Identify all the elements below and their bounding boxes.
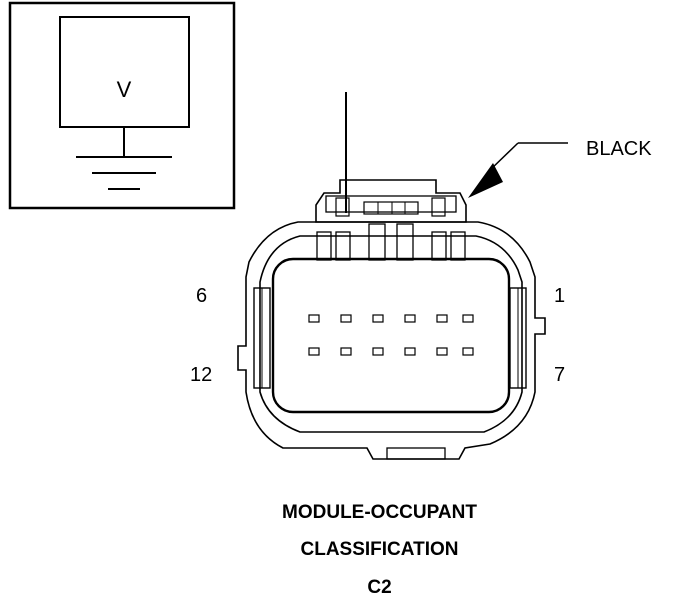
pin-cavity-4 <box>372 314 384 323</box>
caption-line-3: C2 <box>367 577 392 598</box>
pin-cavities <box>308 314 474 356</box>
pin-cavity-10 <box>372 347 384 356</box>
connector-pin-face <box>271 257 511 414</box>
caption-line-2: CLASSIFICATION <box>300 539 459 560</box>
connector-latch <box>315 179 467 223</box>
bottom-keyway <box>386 447 446 460</box>
inset-frame <box>8 1 236 210</box>
caption-line-1: MODULE-OCCUPANT <box>282 502 477 523</box>
pin-label-1: 1 <box>554 285 566 307</box>
pin-cavity-8 <box>436 347 448 356</box>
pin-cavity-5 <box>340 314 352 323</box>
wire-color-leader <box>487 142 568 173</box>
pin-cavity-6 <box>308 314 320 323</box>
connector-inner-shell <box>259 235 523 433</box>
connector-outer-shell <box>237 221 546 460</box>
leader-arrow-icon <box>468 163 503 198</box>
pin-cavity-7 <box>462 347 474 356</box>
pin-cavity-3 <box>404 314 416 323</box>
voltmeter-box <box>59 16 190 128</box>
pin-cavity-2 <box>436 314 448 323</box>
pin-label-6: 6 <box>196 285 208 307</box>
voltmeter-symbol: V <box>117 77 132 102</box>
pin-cavity-11 <box>340 347 352 356</box>
pin-cavity-1 <box>462 314 474 323</box>
pin-label-7: 7 <box>554 364 566 386</box>
wire-color-label: BLACK <box>586 138 652 160</box>
pin-cavity-12 <box>308 347 320 356</box>
pin-cavity-9 <box>404 347 416 356</box>
voltmeter-inset <box>8 1 236 210</box>
connector-body <box>237 179 546 460</box>
pin-label-12: 12 <box>190 364 213 386</box>
